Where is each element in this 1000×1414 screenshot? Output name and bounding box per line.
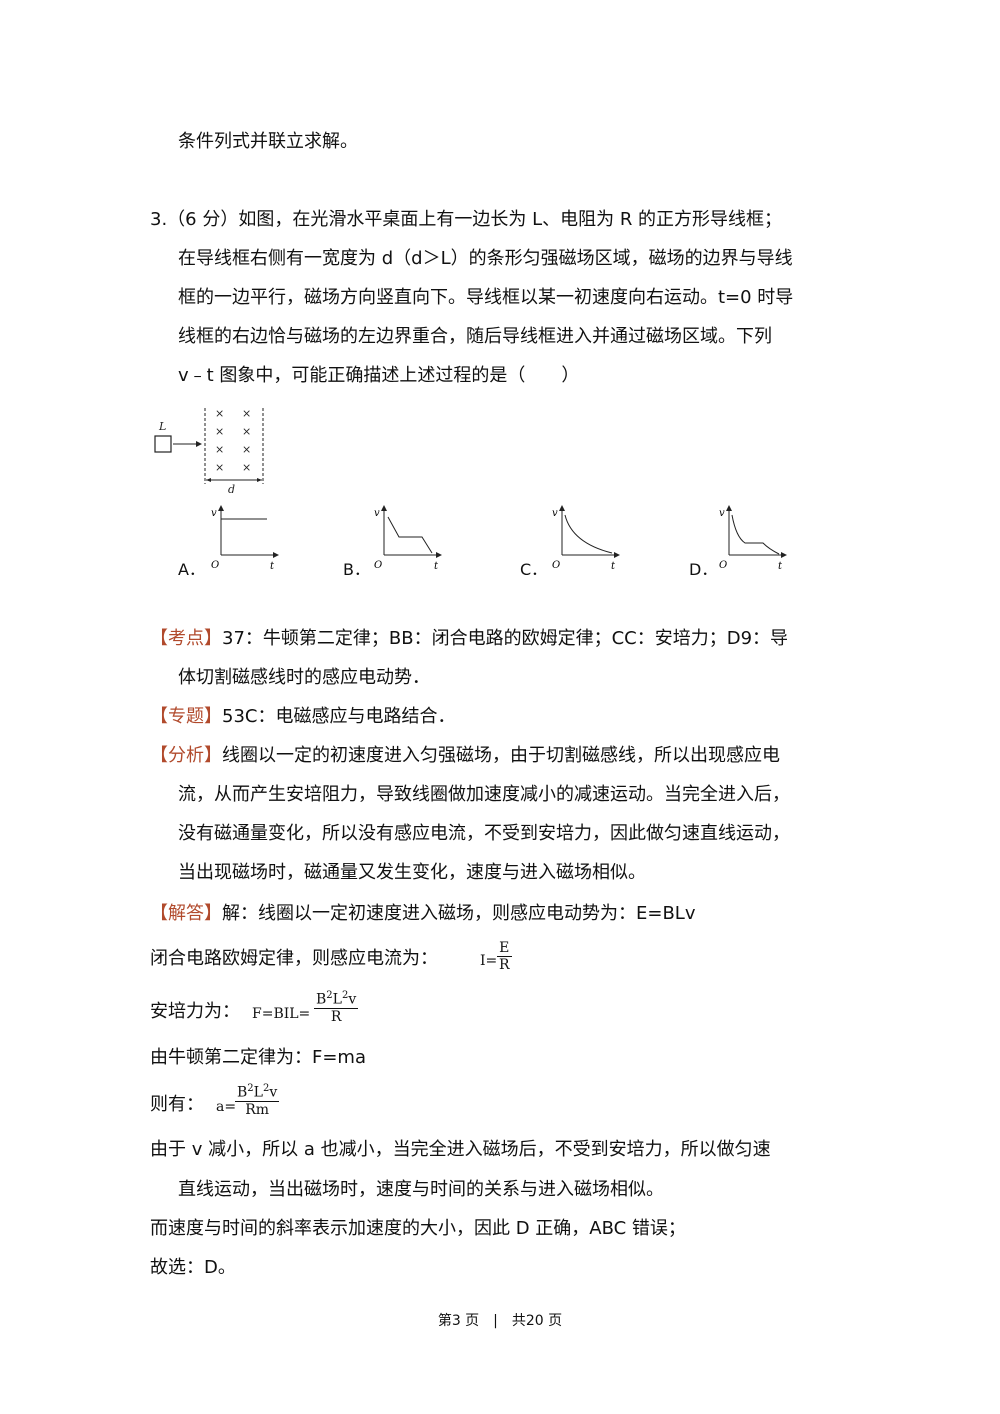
- then-lhs: a=: [216, 1099, 237, 1115]
- then-text: 则有：: [150, 1094, 204, 1115]
- newton-line: 由牛顿第二定律为：F=ma: [150, 1047, 366, 1068]
- zhuanti-tag: 【专题】: [150, 706, 222, 727]
- svg-text:O: O: [719, 560, 727, 571]
- option-c-curve: [564, 514, 613, 554]
- kaodian-line-2: 体切割磁感线时的感应电动势．: [178, 667, 430, 688]
- zhuanti-line: 【专题】53C：电磁感应与电路结合．: [150, 706, 456, 727]
- option-b-graph: v t O: [374, 505, 442, 572]
- question-line-2: 在导线框右侧有一宽度为 d（d＞L）的条形匀强磁场区域，磁场的边界与导线: [178, 248, 793, 269]
- option-c-label: C．: [520, 560, 548, 579]
- rest-line-1: 由于 v 减小，所以 a 也减小，当完全进入磁场后，不受到安培力，所以做匀速: [150, 1139, 771, 1160]
- kaodian-line-1: 【考点】37：牛顿第二定律；BB：闭合电路的欧姆定律；CC：安培力；D9：导: [150, 628, 789, 649]
- question-line-3: 框的一边平行，磁场方向竖直向下。导线框以某一初速度向右运动。t=0 时导: [178, 287, 794, 308]
- svg-text:×: ×: [215, 461, 224, 474]
- jieda-line-1: 【解答】解：线圈以一定初速度进入磁场，则感应电动势为：E=BLv: [150, 903, 696, 924]
- field-marks: × × × × × × × ×: [215, 407, 251, 474]
- svg-text:t: t: [778, 561, 783, 572]
- svg-text:v: v: [211, 508, 217, 519]
- svg-text:×: ×: [242, 461, 251, 474]
- kaodian-tag: 【考点】: [150, 628, 222, 649]
- svg-text:×: ×: [242, 425, 251, 438]
- then-fraction: B2L2v Rm: [235, 1083, 280, 1118]
- question-line-4: 线框的右边恰与磁场的左边界重合，随后导线框进入并通过磁场区域。下列: [178, 326, 772, 347]
- width-label: d: [228, 483, 235, 496]
- svg-text:t: t: [434, 561, 439, 572]
- ohm-fraction: E R: [497, 940, 512, 973]
- svg-text:t: t: [270, 561, 275, 572]
- field-figure: L × × × × × × × × d: [154, 407, 264, 496]
- svg-text:O: O: [552, 560, 560, 571]
- svg-text:×: ×: [242, 443, 251, 456]
- question-line-5: v﹣t 图象中，可能正确描述上述过程的是（ ）: [178, 365, 580, 386]
- fenxi-line-4: 当出现磁场时，磁通量又发生变化，速度与进入磁场相似。: [178, 862, 646, 883]
- svg-text:t: t: [611, 561, 616, 572]
- ampere-fraction: B2L2v R: [314, 990, 359, 1025]
- rest-line-3: 而速度与时间的斜率表示加速度的大小，因此 D 正确，ABC 错误；: [150, 1218, 686, 1239]
- fenxi-line-1: 【分析】线圈以一定的初速度进入匀强磁场，由于切割磁感线，所以出现感应电: [150, 745, 780, 766]
- option-d-label: D．: [689, 560, 718, 579]
- fenxi-tag: 【分析】: [150, 745, 222, 766]
- page-footer: 第3 页 | 共20 页: [437, 1313, 563, 1329]
- intro-line: 条件列式并联立求解。: [178, 131, 358, 152]
- option-a-graph: v t O: [211, 505, 279, 572]
- svg-text:O: O: [211, 560, 219, 571]
- ohm-lhs: I=: [480, 953, 498, 969]
- svg-text:×: ×: [215, 407, 224, 420]
- option-c-graph: v t O: [552, 505, 620, 572]
- svg-text:×: ×: [215, 425, 224, 438]
- velocity-arrowhead: [196, 441, 202, 447]
- fenxi-line-2: 流，从而产生安培阻力，导致线圈做加速度减小的减速运动。当完全进入后，: [178, 784, 790, 805]
- option-d-graph: v t O: [719, 505, 787, 572]
- fenxi-line-3: 没有磁通量变化，所以没有感应电流，不受到安培力，因此做匀速直线运动，: [178, 823, 790, 844]
- svg-text:×: ×: [215, 443, 224, 456]
- svg-text:×: ×: [242, 407, 251, 420]
- option-d-curve: [731, 514, 780, 555]
- svg-text:v: v: [552, 508, 558, 519]
- rest-line-2: 直线运动，当出磁场时，速度与时间的关系与进入磁场相似。: [178, 1179, 664, 1200]
- svg-text:O: O: [374, 560, 382, 571]
- question-line-1: 3.（6 分）如图，在光滑水平桌面上有一边长为 L、电阻为 R 的正方形导线框；: [150, 209, 783, 230]
- rest-line-4: 故选：D。: [150, 1257, 236, 1278]
- option-a-label: A．: [178, 560, 205, 579]
- svg-text:v: v: [374, 508, 380, 519]
- jieda-tag: 【解答】: [150, 903, 222, 924]
- option-b-curve: [387, 516, 433, 554]
- ampere-text: 安培力为：: [150, 1001, 240, 1022]
- frame-label: L: [158, 420, 166, 433]
- wire-frame: [154, 435, 172, 453]
- option-b-label: B．: [343, 560, 370, 579]
- ohm-text: 闭合电路欧姆定律，则感应电流为：: [150, 948, 438, 969]
- ampere-lhs: F=BIL=: [252, 1006, 311, 1022]
- svg-text:v: v: [719, 508, 725, 519]
